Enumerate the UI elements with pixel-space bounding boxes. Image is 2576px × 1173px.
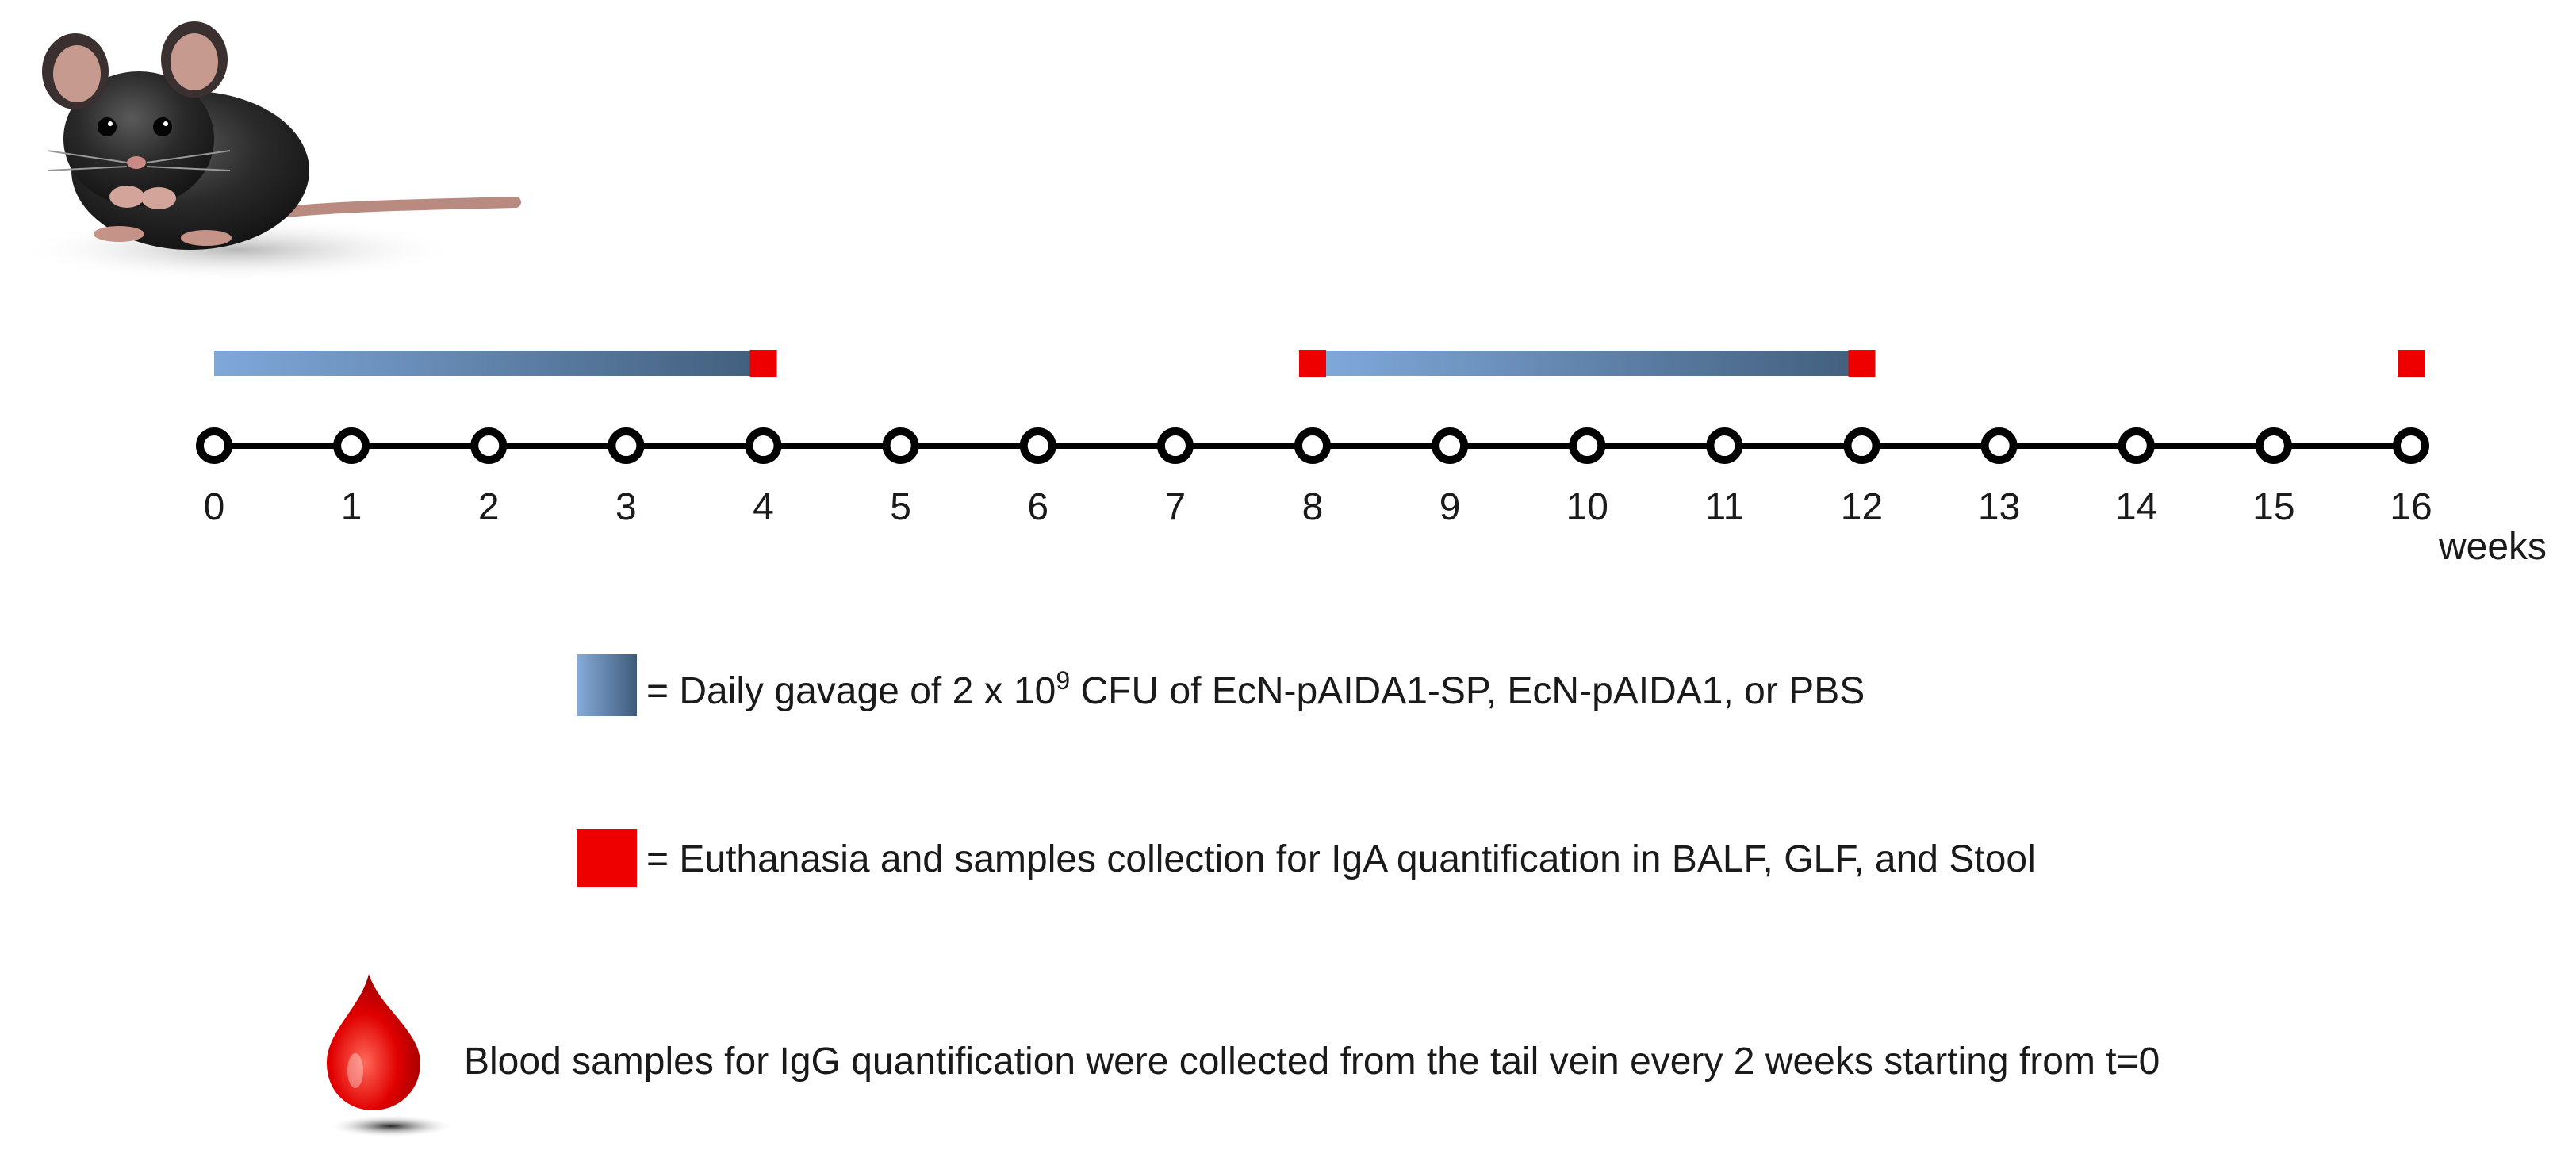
week-label: 1 (341, 486, 362, 528)
euthanasia-legend-swatch (577, 829, 637, 887)
euthanasia-marker (1848, 350, 1876, 377)
gavage-legend-text: = Daily gavage of 2 x 109 CFU of EcN-pAI… (646, 666, 1865, 712)
week-marker (1706, 427, 1743, 464)
week-label: 6 (1027, 486, 1048, 528)
week-label: 10 (1566, 486, 1608, 528)
mouse-illustration (16, 21, 521, 282)
gavage-legend-swatch (577, 654, 637, 716)
blood-drop-icon (327, 974, 454, 1137)
week-label: 7 (1165, 486, 1186, 528)
week-label: 14 (2115, 486, 2157, 528)
week-marker (1156, 427, 1194, 464)
week-label: 9 (1439, 486, 1461, 528)
week-marker (333, 427, 370, 464)
euthanasia-marker (749, 350, 777, 377)
axis-units-label: weeks (2438, 526, 2547, 568)
week-marker (196, 427, 232, 464)
week-marker (2255, 427, 2292, 464)
week-label: 15 (2252, 486, 2294, 528)
euthanasia-marker (2398, 350, 2425, 377)
treatment-bars (214, 350, 2425, 377)
week-marker (745, 427, 782, 464)
week-marker (1843, 427, 1880, 464)
week-marker (1569, 427, 1606, 464)
week-marker (882, 427, 919, 464)
week-marker (1980, 427, 2018, 464)
week-label: 4 (753, 486, 774, 528)
week-marker (608, 427, 645, 464)
week-label: 0 (204, 486, 225, 528)
week-marker (1432, 427, 1469, 464)
week-label: 12 (1841, 486, 1883, 528)
week-label: 8 (1302, 486, 1324, 528)
week-label: 16 (2390, 486, 2432, 528)
week-marker (1294, 427, 1331, 464)
week-marker (470, 427, 508, 464)
euthanasia-legend-text: = Euthanasia and samples collection for … (646, 838, 2036, 880)
week-label: 3 (615, 486, 637, 528)
week-marker (2118, 427, 2155, 464)
week-marker (1019, 427, 1056, 464)
week-label: 11 (1704, 486, 1744, 528)
week-label: 2 (478, 486, 500, 528)
week-label: 13 (1978, 486, 2020, 528)
week-markers (196, 427, 2429, 464)
blood-sample-note: Blood samples for IgG quantification wer… (464, 1041, 2160, 1083)
week-label: 5 (890, 486, 911, 528)
euthanasia-marker (1299, 350, 1326, 377)
week-marker (2393, 427, 2429, 464)
gavage-period-bar (214, 351, 750, 376)
gavage-period-bar (1326, 351, 1849, 376)
